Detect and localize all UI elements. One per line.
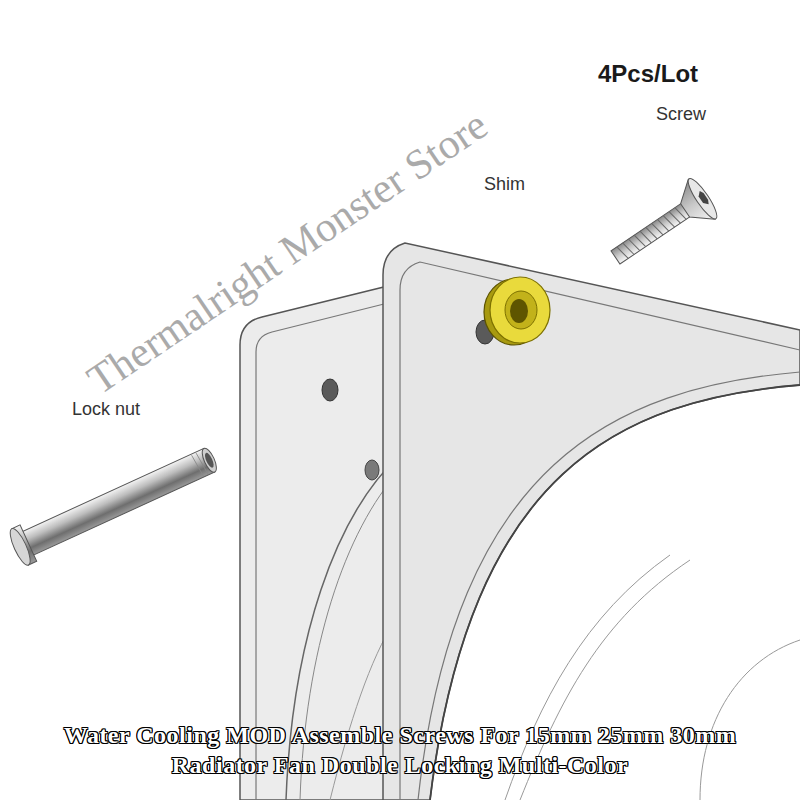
quantity-label: 4Pcs/Lot	[598, 60, 698, 88]
shim-washer	[484, 277, 550, 345]
part-name: Shim	[484, 174, 525, 195]
lock-nut-part	[6, 440, 222, 568]
part-name: Screw	[656, 104, 706, 125]
front-fan-frame	[383, 243, 800, 800]
screw-part	[602, 175, 721, 277]
caption: Water Cooling MOD Assemble Screws For 15…	[40, 720, 760, 780]
